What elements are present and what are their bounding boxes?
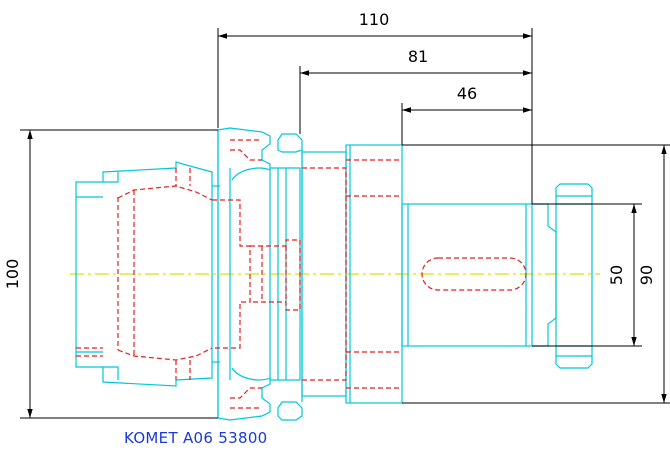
dim-110-label: 110 (359, 10, 390, 29)
dim-100-label: 100 (3, 259, 22, 290)
hidden-lines (76, 139, 527, 409)
dim-50-label: 50 (607, 265, 626, 285)
dim-81-label: 81 (408, 47, 428, 66)
dim-90-label: 90 (637, 265, 656, 285)
dim-46-label: 46 (457, 84, 477, 103)
part-outline (75, 127, 593, 421)
part-caption: KOMET A06 53800 (124, 429, 268, 447)
dimensions (20, 28, 670, 419)
